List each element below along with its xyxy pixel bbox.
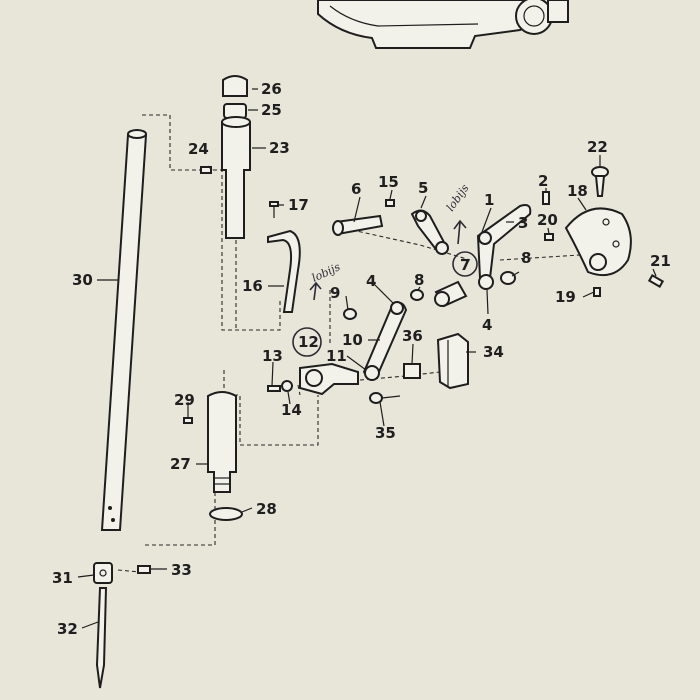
screw-21 xyxy=(647,274,665,288)
blocks-34-36-drawing xyxy=(403,332,469,390)
part-number-17: 17 xyxy=(288,196,309,214)
part-number-8-right: 8 xyxy=(521,249,531,267)
part-number-25: 25 xyxy=(261,101,282,119)
part-number-7: 7 xyxy=(460,256,470,274)
wire-guide-drawing xyxy=(267,229,301,313)
screw-9 xyxy=(343,308,357,320)
part-number-3: 3 xyxy=(518,214,528,232)
bushing-drawing xyxy=(221,75,251,239)
part-number-26: 26 xyxy=(261,80,282,98)
screw-17 xyxy=(269,201,279,218)
part-number-19: 19 xyxy=(555,288,576,306)
part-number-2: 2 xyxy=(538,172,548,190)
screw-15 xyxy=(385,199,395,207)
part-number-8-upper: 8 xyxy=(414,271,424,289)
machine-body-drawing xyxy=(317,0,569,49)
lower-lever-drawing xyxy=(281,362,359,396)
part-number-1: 1 xyxy=(484,191,494,209)
part-number-33: 33 xyxy=(171,561,192,579)
part-number-24: 24 xyxy=(188,140,209,158)
part-number-15: 15 xyxy=(378,173,399,191)
needle-clamp-31-drawing xyxy=(93,562,113,584)
screw-2 xyxy=(542,191,550,205)
screw-33 xyxy=(137,565,151,574)
screw-20 xyxy=(544,233,554,241)
part-number-5: 5 xyxy=(418,179,428,197)
screw-29 xyxy=(183,417,193,424)
part-number-34: 34 xyxy=(483,343,504,361)
needle-32-drawing xyxy=(95,587,108,689)
part-number-4-right: 4 xyxy=(482,316,492,334)
block-7-drawing xyxy=(434,280,468,308)
part-number-6: 6 xyxy=(351,180,361,198)
part-number-20: 20 xyxy=(537,211,558,229)
part-number-12: 12 xyxy=(298,333,319,351)
crank-arm-1-drawing xyxy=(476,204,532,290)
screw-35 xyxy=(369,392,401,404)
part-number-4-middle: 4 xyxy=(366,272,376,290)
snap-ring-28-drawing xyxy=(209,507,243,521)
part-number-30: 30 xyxy=(72,271,93,289)
part-number-21: 21 xyxy=(650,252,671,270)
part-number-labels: 26 25 24 23 22 15 6 5 1 2 18 17 3 20 7 8… xyxy=(52,80,671,638)
part-number-13: 13 xyxy=(262,347,283,365)
screw-22 xyxy=(591,166,609,197)
part-number-23: 23 xyxy=(269,139,290,157)
screw-19 xyxy=(593,287,601,297)
handwritten-marks xyxy=(292,219,478,357)
handwritten-note-upper: lobijs xyxy=(444,182,472,214)
part-number-22: 22 xyxy=(587,138,608,156)
needle-bar-drawing xyxy=(100,129,148,531)
part-number-27: 27 xyxy=(170,455,191,473)
bushing-27-drawing xyxy=(207,391,237,493)
link-10-drawing xyxy=(362,301,408,381)
part-number-14: 14 xyxy=(281,401,302,419)
part-number-9: 9 xyxy=(330,284,340,302)
rotary-hook-18-drawing xyxy=(564,207,632,276)
collar-8-drawing xyxy=(410,271,516,301)
part-number-28: 28 xyxy=(256,500,277,518)
part-number-16: 16 xyxy=(242,277,263,295)
part-number-10: 10 xyxy=(342,331,363,349)
part-number-35: 35 xyxy=(375,424,396,442)
part-number-31: 31 xyxy=(52,569,73,587)
part-number-36: 36 xyxy=(402,327,423,345)
screw-13 xyxy=(267,385,281,392)
part-number-32: 32 xyxy=(57,620,78,638)
part-number-11: 11 xyxy=(326,347,347,365)
leader-lines xyxy=(77,88,657,629)
part-number-29: 29 xyxy=(174,391,195,409)
part-number-18: 18 xyxy=(567,182,588,200)
set-screw-24 xyxy=(200,166,212,174)
handwritten-note-lower: lobijs xyxy=(310,260,343,285)
shaft-6-drawing xyxy=(332,214,384,236)
lever-5-drawing xyxy=(410,209,449,255)
